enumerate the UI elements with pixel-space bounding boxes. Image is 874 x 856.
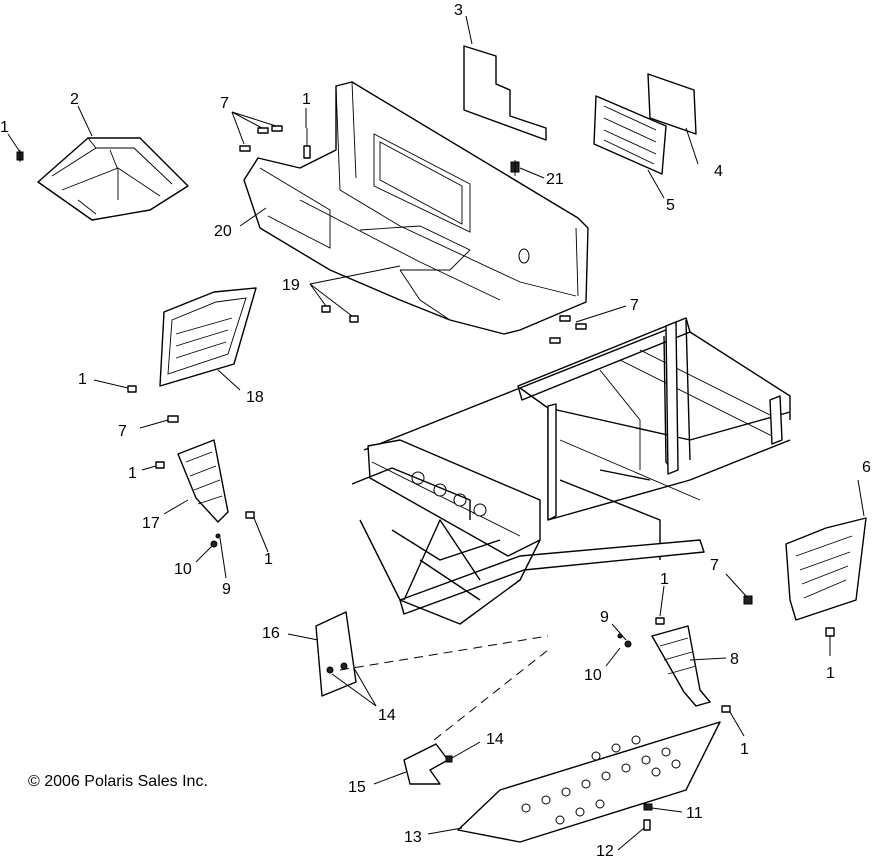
copyright-text: © 2006 Polaris Sales Inc. bbox=[28, 773, 208, 790]
part-17-footrest bbox=[177, 439, 229, 523]
callout-1: 1 bbox=[78, 371, 87, 388]
clips-7-top bbox=[239, 125, 587, 344]
part-13-skid-plate bbox=[457, 721, 721, 843]
callout-13: 13 bbox=[404, 829, 422, 846]
callout-1: 1 bbox=[660, 571, 669, 588]
part-21-connector bbox=[510, 160, 520, 176]
fastener-11 bbox=[643, 803, 653, 811]
callout-9: 9 bbox=[222, 581, 231, 598]
fastener-1d bbox=[155, 461, 165, 469]
callout-18: 18 bbox=[246, 389, 264, 406]
callout-7: 7 bbox=[118, 423, 127, 440]
part-20-cargo-box bbox=[243, 81, 589, 335]
callout-20: 20 bbox=[214, 223, 232, 240]
callout-12: 12 bbox=[596, 843, 614, 856]
fastener-1h bbox=[721, 705, 731, 713]
callout-16: 16 bbox=[262, 625, 280, 642]
callout-1: 1 bbox=[740, 741, 749, 758]
callout-7: 7 bbox=[710, 557, 719, 574]
part-2-front-cover bbox=[37, 137, 189, 221]
callout-1: 1 bbox=[264, 551, 273, 568]
callout-21: 21 bbox=[546, 171, 564, 188]
part-15-bracket bbox=[403, 743, 449, 785]
callout-8: 8 bbox=[730, 651, 739, 668]
main-chassis-frame bbox=[351, 317, 791, 625]
fastener-14b bbox=[445, 755, 453, 763]
part-3-panel bbox=[463, 45, 547, 141]
clip-7c bbox=[743, 595, 753, 605]
callout-9: 9 bbox=[600, 609, 609, 626]
callout-10: 10 bbox=[584, 667, 602, 684]
callout-3: 3 bbox=[454, 2, 463, 19]
callout-4: 4 bbox=[714, 163, 723, 180]
callout-7: 7 bbox=[220, 95, 229, 112]
callout-6: 6 bbox=[862, 459, 871, 476]
callout-14: 14 bbox=[378, 707, 396, 724]
fastener-1e bbox=[245, 511, 255, 519]
callout-14: 14 bbox=[486, 731, 504, 748]
leader-lines bbox=[7, 15, 865, 851]
callout-1: 1 bbox=[128, 465, 137, 482]
part-16-plate bbox=[315, 611, 357, 697]
fastener-1g bbox=[655, 617, 665, 625]
fastener-1c bbox=[127, 385, 137, 393]
callout-5: 5 bbox=[666, 197, 675, 214]
part-6-side-panel bbox=[785, 517, 867, 621]
washer-9-10-left bbox=[210, 533, 221, 548]
callout-19: 19 bbox=[282, 277, 300, 294]
callout-2: 2 bbox=[70, 91, 79, 108]
part-4-panel bbox=[647, 73, 697, 135]
callout-7: 7 bbox=[630, 297, 639, 314]
part-18-side-panel bbox=[159, 287, 257, 387]
callout-1: 1 bbox=[826, 665, 835, 682]
callout-17: 17 bbox=[142, 515, 160, 532]
fastener-12 bbox=[643, 819, 651, 831]
washer-9-10-right bbox=[617, 633, 632, 648]
fastener-1b bbox=[303, 128, 311, 159]
callout-1: 1 bbox=[0, 119, 9, 136]
callout-15: 15 bbox=[348, 779, 366, 796]
part-8-footrest bbox=[651, 625, 711, 707]
callout-10: 10 bbox=[174, 561, 192, 578]
callout-1: 1 bbox=[302, 91, 311, 108]
callout-11: 11 bbox=[686, 805, 703, 822]
clip-7b bbox=[167, 415, 179, 423]
part-5-grille bbox=[593, 95, 667, 175]
clips-19 bbox=[321, 305, 359, 323]
fastener-1f bbox=[825, 627, 835, 637]
